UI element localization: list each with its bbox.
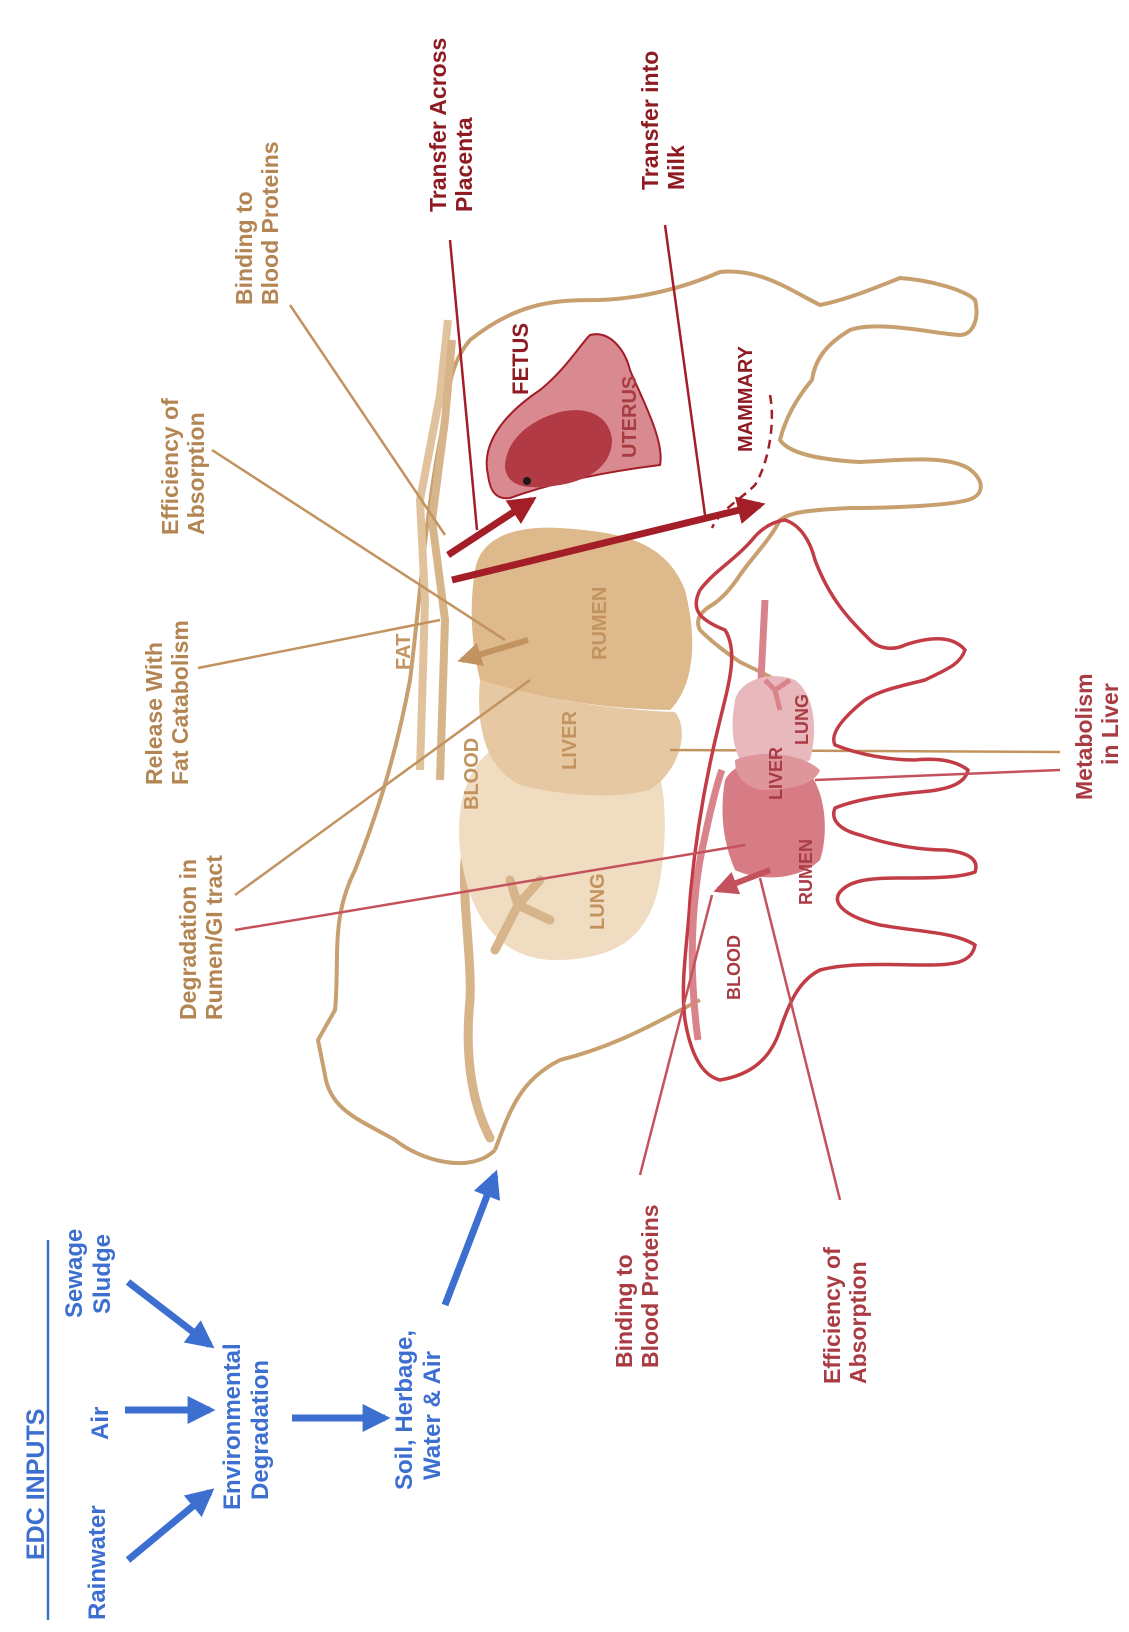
milk-label-1: Transfer into (637, 51, 663, 190)
adult-lung-label: LUNG (587, 873, 609, 930)
calf-efficiency-label-1: Efficiency of (819, 1247, 845, 1384)
leader-metabolism-calf (815, 770, 1060, 780)
release-label-2: Fat Catabolism (167, 620, 193, 785)
sewage-label-2: Sludge (89, 1234, 116, 1314)
metabolism-label-2: in Liver (1097, 683, 1123, 765)
adult-rumen-label: RUMEN (589, 587, 611, 660)
edc-title: EDC INPUTS (22, 1409, 50, 1560)
arrow-soil-to-cow (445, 1175, 495, 1305)
calf-binding-label-1: Binding to (611, 1254, 637, 1368)
edc-inputs-block: EDC INPUTS Rainwater Air Sewage Sludge E… (22, 1175, 495, 1620)
reproductive: FETUS UTERUS MAMMARY Transfer Across Pla… (425, 38, 772, 580)
mammary-label: MAMMARY (735, 345, 757, 452)
env-degradation-label-2: Degradation (247, 1360, 274, 1500)
efficiency-label-2: Absorption (183, 412, 209, 535)
arrow-rainwater (128, 1492, 210, 1560)
metabolism-label-1: Metabolism (1071, 673, 1097, 800)
fetus-label: FETUS (508, 323, 533, 395)
binding-label-1: Binding to (231, 191, 257, 305)
adult-rumen-organ (472, 528, 693, 710)
calf-blood-label: BLOOD (724, 935, 744, 1000)
leader-binding (290, 305, 445, 535)
placenta-label-2: Placenta (451, 117, 477, 212)
degradation-label-1: Degradation in (175, 859, 201, 1020)
adult-cow: FAT BLOOD RUMEN LIVER LUNG Release With … (141, 141, 1060, 1163)
calf-rumen-label: RUMEN (796, 839, 816, 905)
env-degradation-label-1: Environmental (219, 1343, 246, 1510)
leader-calf-efficiency (760, 878, 840, 1200)
calf-lung-label: LUNG (792, 694, 812, 745)
adult-blood-label: BLOOD (461, 738, 483, 810)
soil-label-1: Soil, Herbage, (391, 1330, 418, 1490)
leader-calf-binding (640, 895, 712, 1175)
fetus-eye-dot (523, 477, 531, 485)
uterus-label: UTERUS (619, 376, 641, 458)
calf-liver-label: LIVER (766, 747, 786, 800)
calf-binding-label-2: Blood Proteins (637, 1204, 663, 1368)
release-label-1: Release With (141, 642, 167, 785)
adult-fat-label: FAT (393, 634, 415, 670)
degradation-label-2: Rumen/GI tract (201, 855, 227, 1020)
soil-label-2: Water & Air (419, 1351, 446, 1480)
sewage-label-1: Sewage (61, 1229, 88, 1318)
calf-efficiency-label-2: Absorption (845, 1261, 871, 1384)
milk-label-2: Milk (663, 145, 689, 190)
arrow-sewage (128, 1282, 210, 1345)
leader-placenta (450, 240, 477, 530)
air-label: Air (87, 1407, 114, 1440)
adult-cow-belly-outline (495, 1000, 700, 1150)
calf-aorta (692, 770, 722, 1040)
efficiency-label-1: Efficiency of (157, 398, 183, 535)
rainwater-label: Rainwater (84, 1505, 111, 1620)
adult-liver-label: LIVER (559, 711, 581, 770)
binding-label-2: Blood Proteins (257, 141, 283, 305)
leader-milk (665, 225, 705, 515)
placenta-label-1: Transfer Across (425, 38, 451, 212)
leader-metabolism-adult (670, 750, 1060, 752)
